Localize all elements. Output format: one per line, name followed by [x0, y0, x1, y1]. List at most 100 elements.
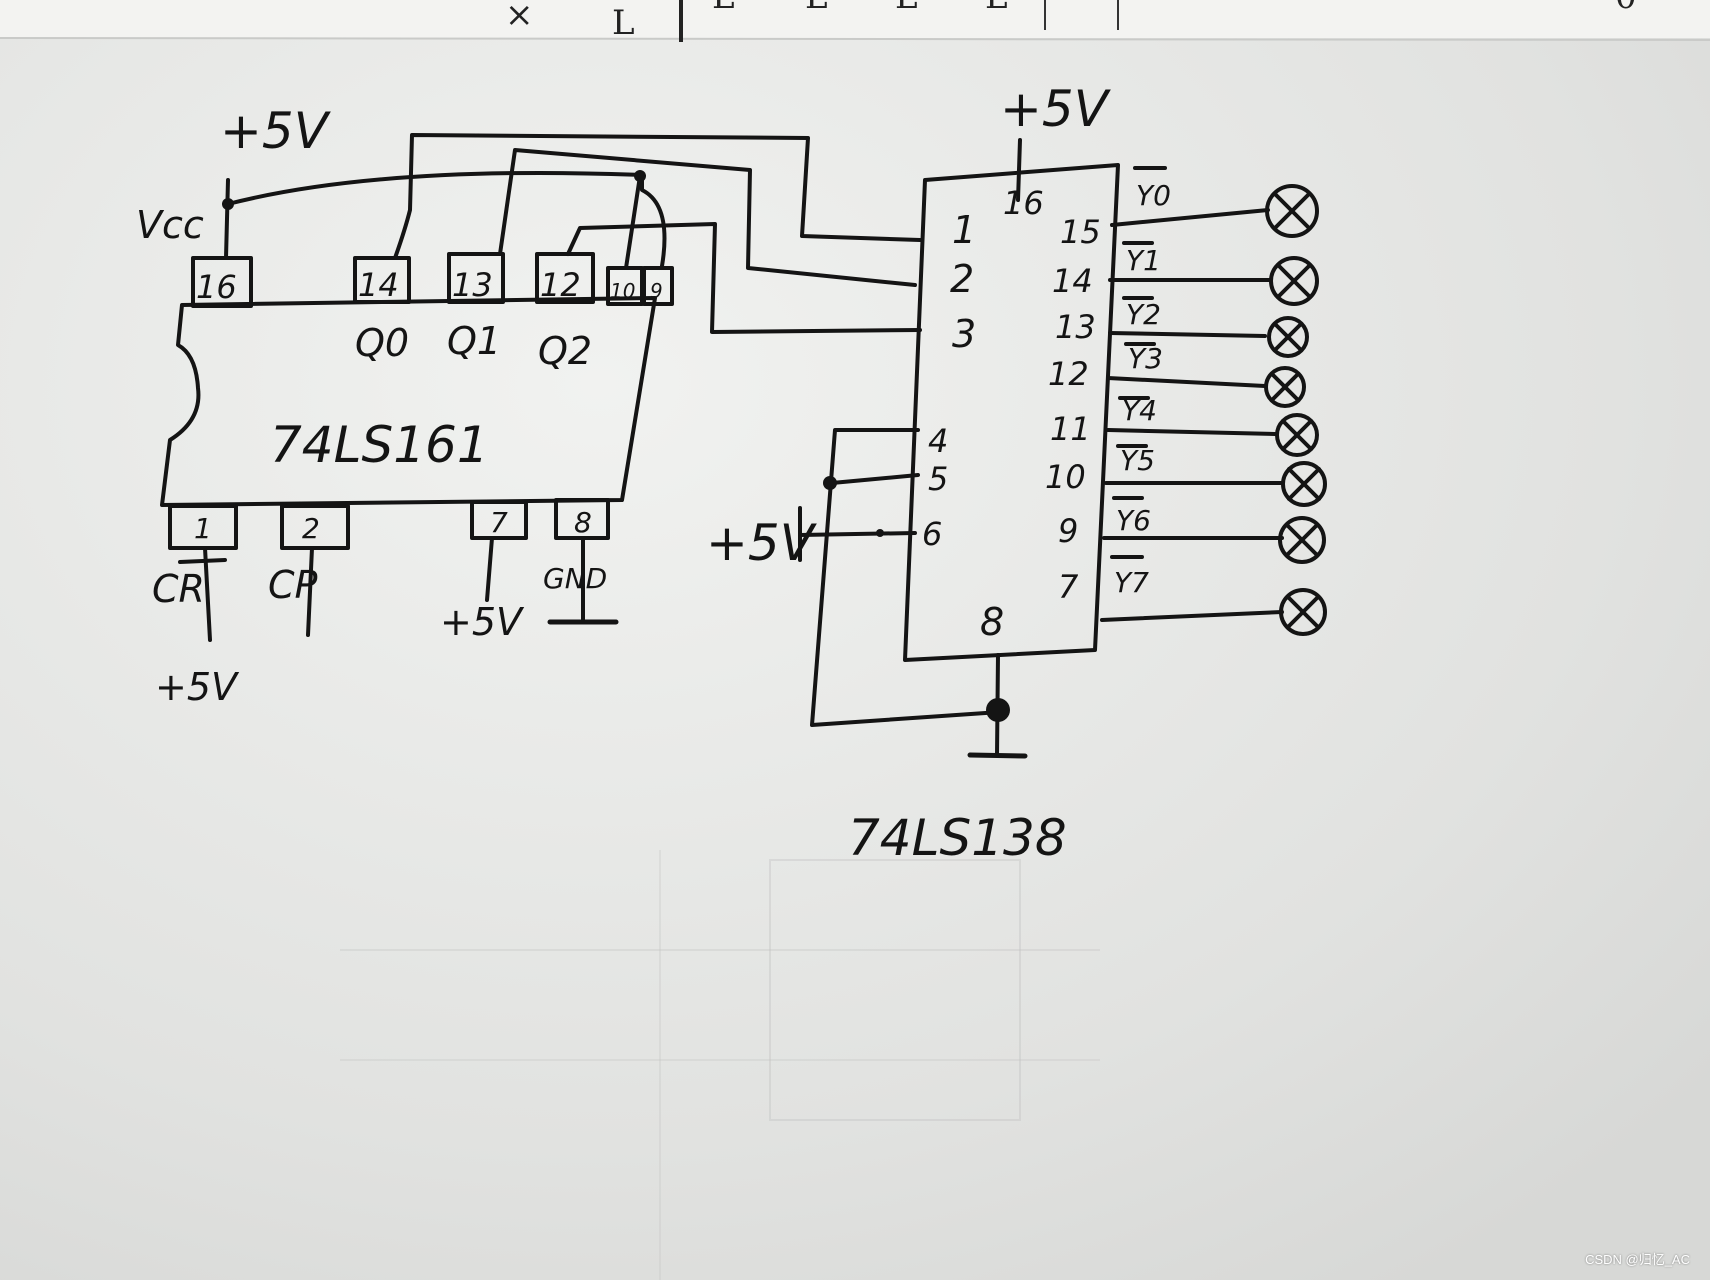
lamp-wire-0: [1110, 208, 1270, 227]
counter-pin-9: [642, 266, 674, 306]
decoder-pin-7: 7: [1058, 568, 1079, 606]
watermark: CSDN @归忆_AC: [1585, 1252, 1690, 1267]
lamp-wire-2: [1108, 331, 1267, 338]
lamp-2: [1267, 316, 1309, 358]
decoder-pin-1: 1: [952, 208, 976, 252]
strip-symbol-l4: L: [895, 0, 918, 17]
decoder-pin-4: 4: [928, 422, 948, 460]
output-lamps: [1100, 184, 1327, 636]
counter-vcc-label: Vcc: [136, 203, 204, 247]
counter-body: [160, 296, 657, 507]
decoder-chip-name: 74LS138: [848, 809, 1067, 867]
strip-symbol-l2: L: [712, 0, 735, 17]
decoder-pin5-wire: [830, 473, 920, 485]
counter-pin-9-label: 9: [650, 279, 663, 303]
decoder-pin6-wire: [798, 531, 917, 537]
strip-symbol-l1: L: [612, 3, 635, 43]
decoder-pin4-wire: [810, 428, 1002, 727]
page-top-strip: [0, 0, 1710, 38]
counter-pin1-bar: [178, 558, 227, 564]
counter-pin-10-label: 10: [610, 279, 635, 303]
decoder-pin-3: 3: [952, 312, 976, 356]
counter-output-q0: Q0: [355, 321, 409, 365]
counter-vcc-to-pin10: [624, 174, 642, 270]
decoder-pin-12: 12: [1048, 355, 1089, 393]
counter-pin-7-label: 7: [490, 506, 508, 539]
wire-q0-to-a0: [393, 133, 922, 260]
wire-q2-to-a2: [566, 222, 922, 334]
lamp-wire-7: [1100, 610, 1284, 622]
decoder-gnd-node: [986, 698, 1010, 722]
counter-pin-16: [191, 256, 253, 308]
counter-gnd-label: GND: [543, 562, 607, 595]
lamp-wire-3: [1106, 376, 1267, 388]
decoder-pin-10: 10: [1045, 458, 1086, 496]
counter-pin-12-label: 12: [540, 266, 581, 304]
strip-symbol-x: ×: [505, 0, 534, 35]
strip-symbol-l5: L: [985, 0, 1008, 17]
counter-cp-label: CP: [268, 563, 318, 607]
decoder-vcc-pin: 16: [1003, 184, 1044, 222]
counter-vcc-rail: [226, 170, 667, 268]
decoder-body: [903, 163, 1120, 662]
decoder-74ls138: 74LS138 +5V 16 1 2 3 4 5 6 8 +5V 15 14 1…: [706, 80, 1171, 867]
counter-supply-label: +5V: [220, 102, 332, 160]
counter-pin7-supply: +5V: [440, 600, 525, 644]
decoder-output-y3: Y3: [1128, 342, 1163, 375]
decoder-output-y7: Y7: [1114, 566, 1149, 599]
decoder-pin-14: 14: [1052, 262, 1093, 300]
counter-pin7-lead: [485, 536, 494, 602]
lamp-3: [1264, 366, 1306, 408]
page-strip-edge: [0, 37, 1710, 41]
decoder-output-y2: Y2: [1126, 298, 1161, 331]
counter-pin-13: [447, 252, 505, 304]
lamp-6: [1278, 516, 1326, 564]
decoder-pin-11: 11: [1050, 410, 1091, 448]
counter-pin-8-label: 8: [574, 506, 592, 539]
counter-cr-label: CR: [152, 567, 205, 611]
decoder-pin-2: 2: [950, 257, 974, 301]
counter-vcc-drop: [224, 178, 230, 260]
lamp-0: [1265, 184, 1319, 238]
decoder-pin-13: 13: [1055, 308, 1096, 346]
decoder-output-y0: Y0: [1136, 179, 1171, 212]
decoder-vcc-lead: [1016, 138, 1022, 202]
counter-chip-name: 74LS161: [270, 416, 489, 474]
counter-output-q2: Q2: [538, 329, 592, 373]
decoder-output-y6: Y6: [1116, 504, 1151, 537]
decoder-pin5-node: [823, 476, 837, 490]
counter-pin-14-label: 14: [358, 266, 399, 304]
counter-pin-13-label: 13: [452, 266, 493, 304]
wire-q1-to-a1: [498, 148, 917, 287]
counter-pin-2-label: 2: [302, 512, 320, 545]
lamp-5: [1281, 461, 1327, 507]
lamp-4: [1275, 413, 1319, 457]
counter-pin1-lead: [203, 546, 212, 642]
decoder-output-y1: Y1: [1126, 244, 1161, 277]
decoder-pin6-node: [876, 529, 884, 537]
counter-pin-7: [470, 500, 528, 540]
strip-symbol-l3: L: [805, 0, 828, 17]
decoder-pin-9: 9: [1058, 512, 1078, 550]
counter-pin-1-label: 1: [194, 512, 212, 545]
decoder-pin6-supply: +5V: [706, 514, 818, 572]
show-through-texture: [340, 850, 1100, 1280]
decoder-pin-15: 15: [1060, 213, 1101, 251]
decoder-pin-5: 5: [928, 460, 948, 498]
counter-pin-16-label: 16: [196, 268, 237, 306]
decoder-output-y5: Y5: [1120, 444, 1155, 477]
counter-pin-2: [280, 504, 350, 550]
lamp-1: [1269, 256, 1319, 306]
strip-symbol-zero: 0: [1615, 0, 1637, 17]
decoder-pin-8: 8: [980, 600, 1004, 644]
counter-pin2-lead: [306, 546, 314, 637]
decoder-ground-bar: [967, 752, 1028, 759]
decoder-supply-label: +5V: [1000, 80, 1112, 138]
counter-74ls161: 74LS161 16 14 13 12 10 9 Q0 Q1 Q2 1 2 7 …: [136, 102, 674, 709]
address-wiring: [393, 133, 922, 334]
decoder-pin-6: 6: [922, 515, 942, 553]
lamp-wire-4: [1106, 428, 1277, 436]
counter-pin-12: [535, 252, 595, 304]
